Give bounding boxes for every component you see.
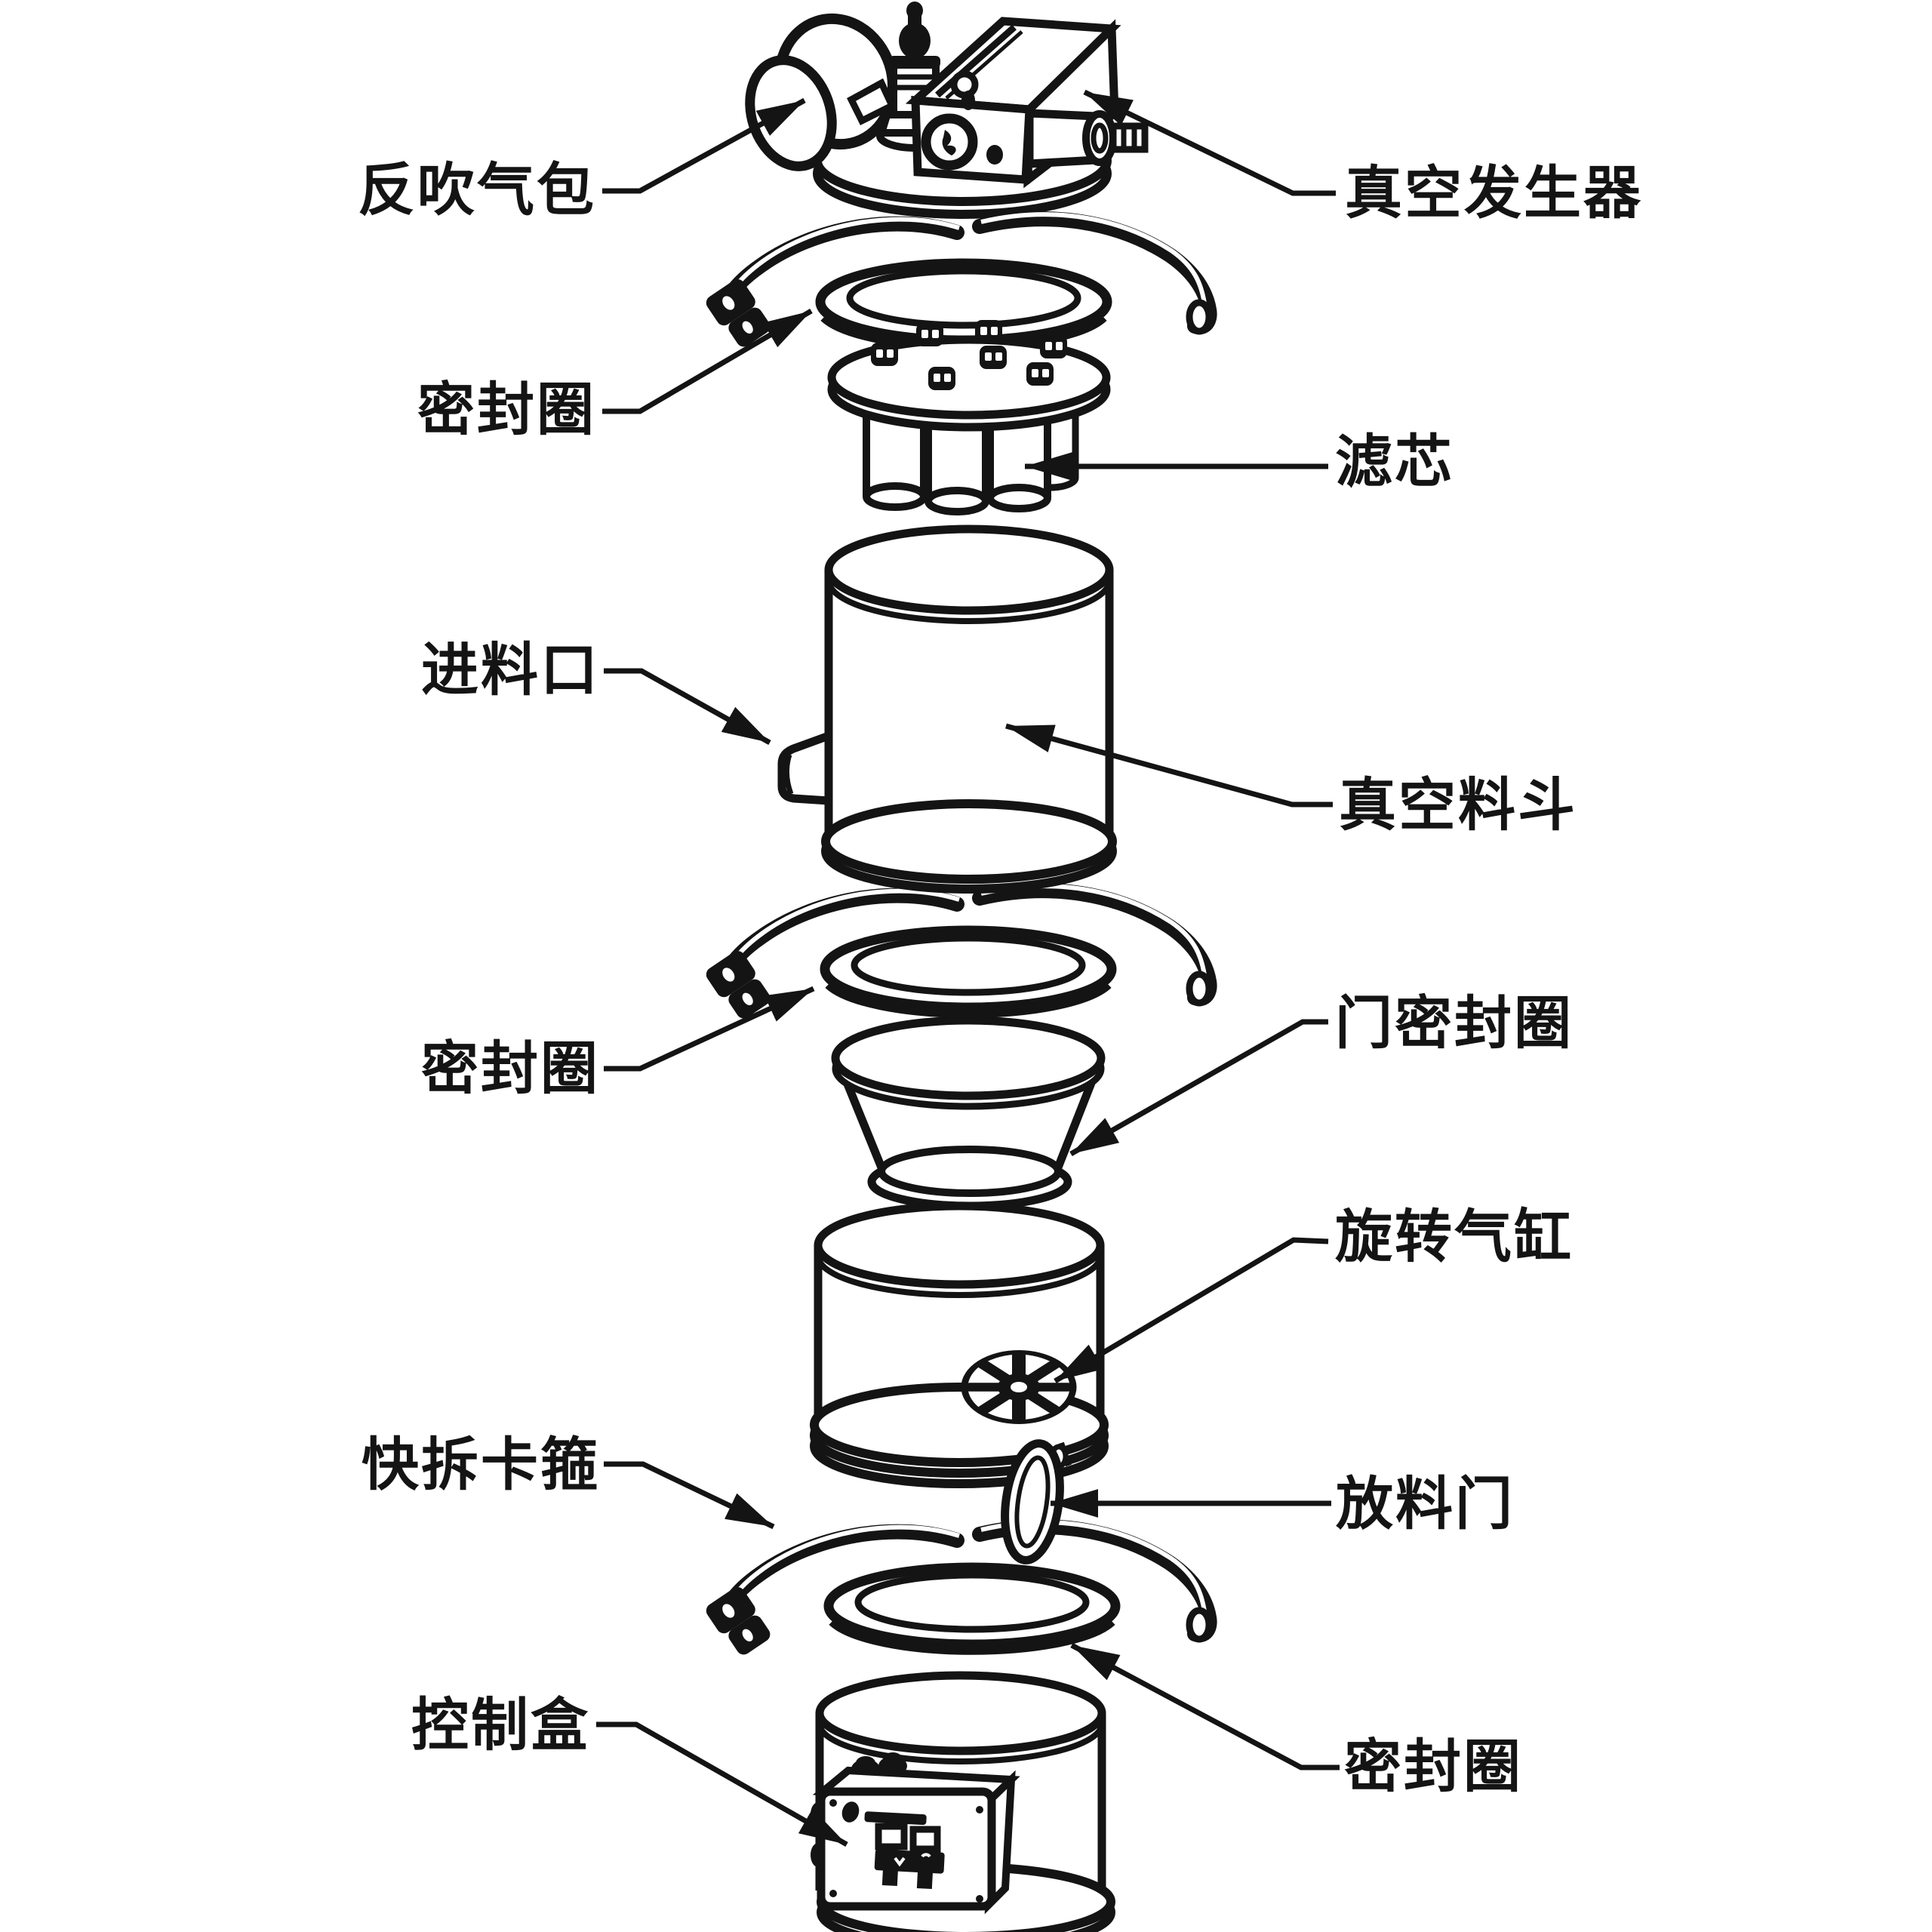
panel-button-left xyxy=(875,1823,908,1850)
leader-lines xyxy=(596,89,1340,1847)
control-box xyxy=(812,1752,1020,1915)
top-assembly xyxy=(745,2,1149,219)
lifting-hook xyxy=(950,70,979,99)
leader-vacuum-hopper xyxy=(1005,723,1333,808)
leader-feed-inlet xyxy=(604,668,771,746)
control-chamber xyxy=(811,1671,1115,1932)
label-vacuum-hopper: 真空料斗 xyxy=(1339,774,1577,838)
label-quick-release-clamp: 快拆卡箍 xyxy=(361,1433,600,1497)
leader-vacuum-generator xyxy=(1083,89,1336,196)
label-seal-ring-middle: 密封圈 xyxy=(421,1037,600,1101)
label-blowback-air-bag: 反吹气包 xyxy=(358,158,596,223)
vacuum-hopper xyxy=(777,525,1117,894)
label-discharge-door: 放料门 xyxy=(1336,1472,1515,1537)
seal-ring-middle xyxy=(825,931,1112,1011)
leader-quick-release-clamp xyxy=(604,1461,775,1530)
discharge-chamber xyxy=(810,1201,1109,1564)
label-filter-element: 滤芯 xyxy=(1335,430,1454,494)
leader-blowback-air-bag xyxy=(602,97,806,194)
label-feed-inlet: 进料口 xyxy=(421,638,600,703)
leader-seal-ring-top xyxy=(602,308,813,414)
feed-inlet xyxy=(777,730,833,805)
leader-control-box xyxy=(596,1721,848,1847)
discharge-cone xyxy=(831,1016,1106,1211)
leader-rotary-cylinder xyxy=(1054,1237,1329,1384)
label-seal-ring-bottom: 密封圈 xyxy=(1344,1735,1523,1799)
label-control-box: 控制盒 xyxy=(411,1694,590,1758)
label-door-seal-ring: 门密封圈 xyxy=(1335,992,1574,1056)
panel-button-right xyxy=(909,1826,941,1853)
leader-door-seal-ring xyxy=(1069,1019,1328,1157)
rotary-cylinder xyxy=(961,1350,1077,1424)
label-vacuum-generator: 真空发生器 xyxy=(1345,162,1643,226)
vacuum-generator xyxy=(905,17,1149,189)
label-rotary-cylinder: 旋转气缸 xyxy=(1335,1205,1574,1269)
muffler-fitting xyxy=(1025,109,1149,168)
leader-seal-ring-bottom xyxy=(1070,1642,1340,1770)
control-panel xyxy=(841,1801,945,1890)
filter-plate xyxy=(827,335,1111,420)
seal-ring-top xyxy=(820,263,1107,343)
filter-element xyxy=(827,320,1111,515)
leader-seal-ring-middle xyxy=(604,986,815,1072)
labels: 反吹气包 真空发生器 密封圈 滤芯 进料口 真空料斗 密封圈 门密封圈 旋转气缸… xyxy=(358,158,1643,1799)
seal-ring-bottom xyxy=(829,1567,1115,1647)
label-seal-ring-top: 密封圈 xyxy=(417,378,596,442)
